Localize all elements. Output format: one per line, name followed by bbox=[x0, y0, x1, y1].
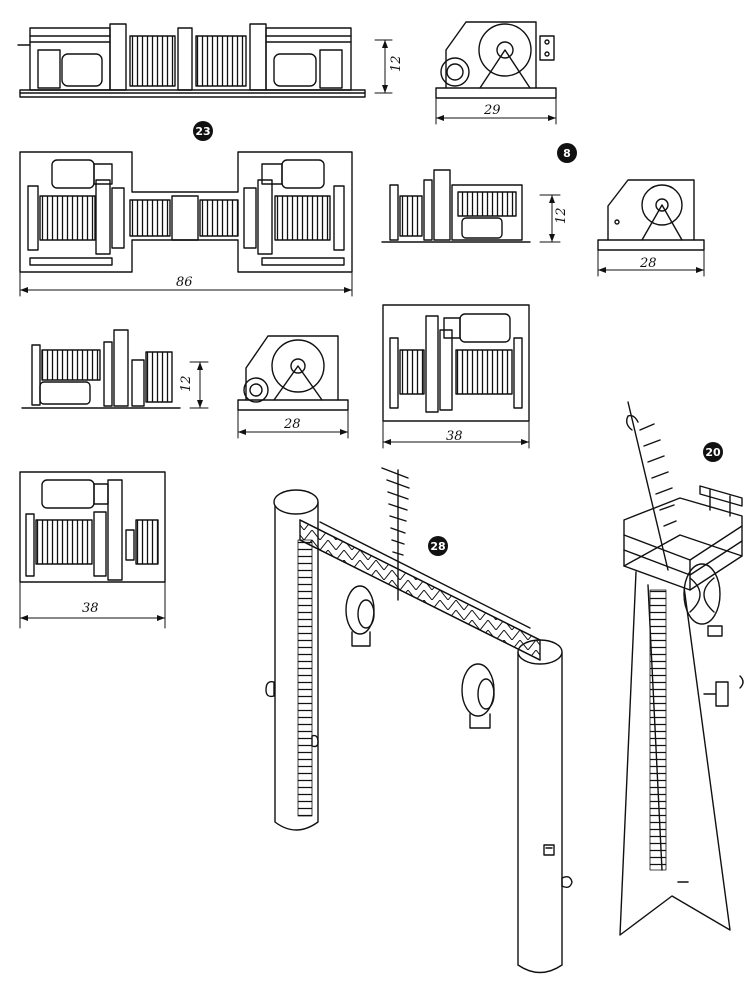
mid-winch-side-view-28 bbox=[237, 335, 349, 439]
double-winch-front-view bbox=[17, 23, 393, 98]
mid-winch-plan-view bbox=[382, 304, 530, 449]
svg-text:23: 23 bbox=[195, 125, 210, 138]
small-winch-side-view-28 bbox=[597, 179, 705, 277]
dimension-label: 29 bbox=[483, 103, 501, 118]
callout-badge-28: 28 bbox=[428, 536, 448, 556]
dimension-label: 12 bbox=[554, 207, 569, 224]
dimension-label: 12 bbox=[389, 55, 404, 72]
dimension-label: 38 bbox=[446, 429, 463, 444]
dimension-label: 38 bbox=[82, 601, 99, 616]
small-winch-front-view bbox=[381, 169, 561, 243]
svg-text:8: 8 bbox=[563, 147, 571, 160]
winch-side-view-29 bbox=[435, 21, 557, 125]
dimension-label: 86 bbox=[176, 275, 193, 290]
small-winch-plan-view bbox=[19, 471, 166, 629]
callout-badge-8: 8 bbox=[557, 143, 577, 163]
dimension-label: 12 bbox=[179, 375, 194, 392]
gantry-mast-perspective bbox=[265, 467, 573, 974]
dimension-label: 28 bbox=[639, 256, 657, 271]
svg-text:28: 28 bbox=[430, 540, 445, 553]
double-winch-plan-view bbox=[19, 151, 353, 297]
callout-badge-23: 23 bbox=[193, 121, 213, 141]
lattice-tower-perspective bbox=[619, 401, 744, 936]
svg-text:20: 20 bbox=[705, 446, 721, 459]
callout-badge-20: 20 bbox=[703, 442, 723, 462]
mid-winch-front-view bbox=[21, 329, 209, 409]
dimension-label: 28 bbox=[283, 417, 301, 432]
